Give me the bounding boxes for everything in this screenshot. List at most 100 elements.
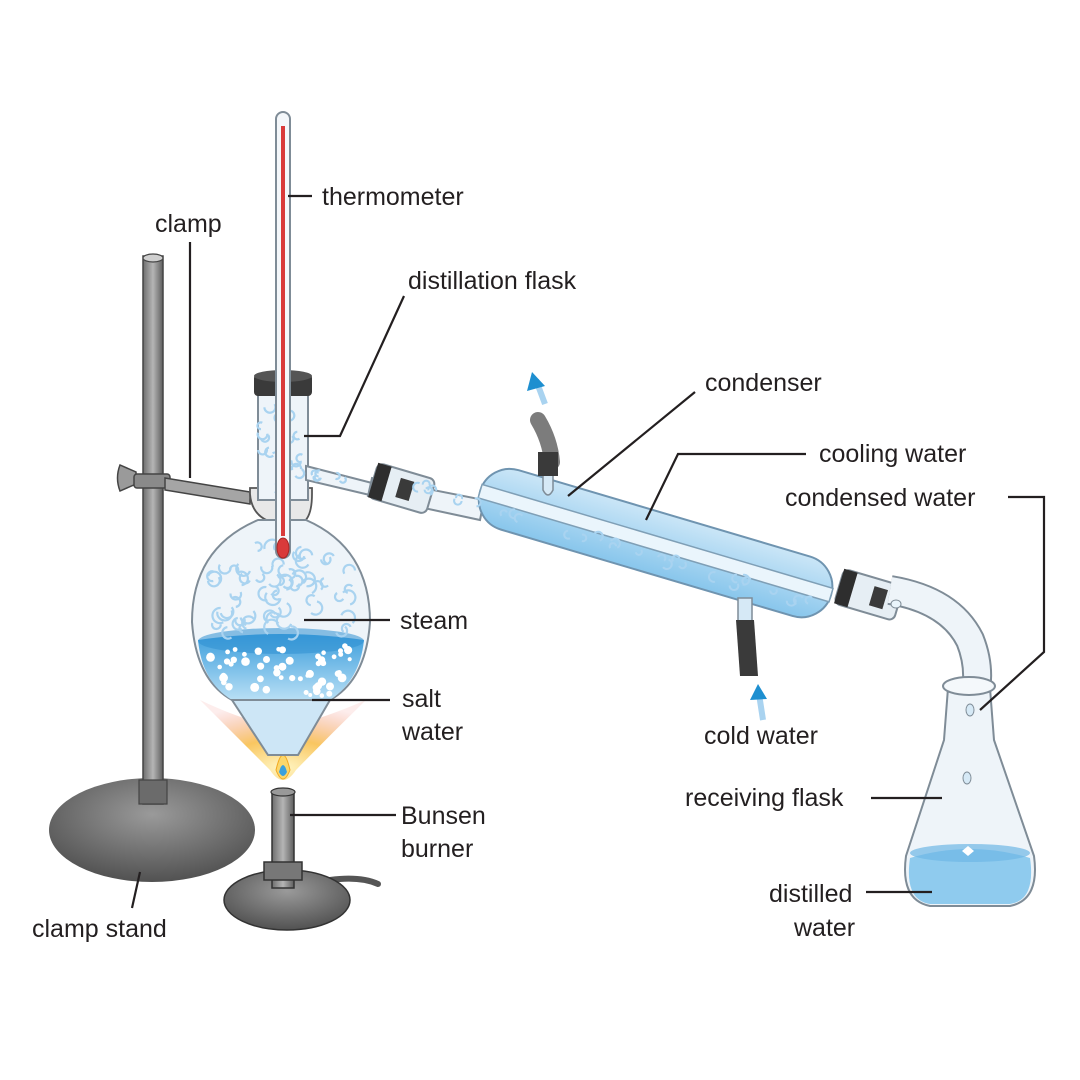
label-clamp: clamp — [155, 210, 222, 238]
condenser-swirls — [412, 479, 813, 607]
steam-swirl — [294, 468, 306, 480]
steam-swirl — [238, 623, 247, 634]
bubble — [314, 682, 323, 690]
steam-swirl — [742, 573, 751, 586]
steam-swirl — [423, 487, 433, 495]
label-bunsen-line2: burner — [401, 835, 473, 863]
steam-swirl — [256, 421, 263, 431]
steam-swirl — [263, 618, 280, 635]
water-out-arrow — [527, 372, 548, 406]
steam-swirl — [707, 571, 716, 583]
bubble — [297, 676, 303, 682]
steam-swirl — [412, 481, 421, 493]
bubble — [250, 682, 260, 692]
steam-swirl — [238, 572, 251, 585]
steam-swirl — [671, 554, 681, 562]
steam-swirl — [277, 564, 288, 578]
steam-swirl — [276, 602, 292, 618]
steam-swirl — [255, 572, 266, 583]
distilled-water-liquid — [908, 849, 1032, 904]
steam-swirl — [270, 585, 280, 597]
bubble — [223, 658, 231, 665]
steam-swirl — [294, 554, 310, 569]
bubble — [347, 657, 352, 662]
steam-swirl — [662, 558, 673, 570]
steam-swirl — [513, 512, 524, 524]
steam-swirl — [342, 589, 357, 606]
bubble — [276, 647, 281, 652]
steam-swirl — [271, 589, 281, 601]
steam-swirl — [241, 615, 255, 630]
steam-swirl — [256, 432, 269, 441]
label-cooling-water: cooling water — [819, 440, 966, 468]
steam-swirl — [290, 462, 303, 471]
bubble — [257, 662, 265, 670]
bubble — [232, 647, 238, 652]
steam-swirl — [728, 583, 740, 591]
bubble — [344, 646, 353, 655]
receiving-flask — [904, 676, 1036, 907]
steam-swirl — [234, 618, 246, 627]
bubble — [289, 675, 296, 682]
steam-swirl — [291, 569, 308, 585]
bubble — [319, 693, 325, 698]
steam-swirl — [217, 564, 232, 575]
steam-swirl — [335, 471, 341, 481]
steam-swirl — [305, 594, 316, 607]
bubble — [221, 679, 227, 686]
steam-swirl — [219, 606, 235, 620]
bubble — [337, 673, 347, 683]
steam-swirl — [343, 583, 354, 594]
steam-swirl — [257, 447, 269, 456]
steam-swirl — [333, 592, 345, 603]
steam-swirl — [453, 498, 463, 506]
bubble — [303, 690, 309, 695]
label-thermometer: thermometer — [322, 183, 464, 211]
stand-base — [49, 778, 255, 882]
steam-swirl — [678, 561, 687, 570]
boiling-bubbles — [206, 643, 353, 698]
steam-swirl — [804, 595, 813, 605]
steam-swirl — [298, 548, 314, 561]
steam-swirl — [581, 533, 588, 543]
bubble — [326, 690, 333, 697]
steam-swirl — [221, 626, 233, 640]
steam-swirl — [206, 576, 221, 588]
leader-lines — [130, 194, 1046, 909]
steam-swirl — [310, 600, 324, 616]
steam-swirl — [210, 622, 222, 631]
stand-rod — [142, 255, 164, 805]
steam-swirl — [563, 529, 571, 540]
bubble — [279, 646, 286, 654]
bubble — [315, 660, 322, 667]
steam-swirl — [785, 598, 797, 607]
bubble — [278, 675, 284, 680]
steam-swirl — [610, 537, 621, 549]
label-condensed-water: condensed water — [785, 484, 975, 512]
label-distilled-water-line2: water — [793, 914, 855, 942]
bubble — [278, 662, 287, 671]
steam-swirl — [206, 570, 214, 583]
steam-swirl — [340, 622, 352, 633]
steam-swirl — [338, 476, 347, 484]
steam-swirl — [229, 591, 243, 601]
steam-swirl — [264, 592, 282, 607]
steam-swirl — [260, 565, 274, 575]
steam-swirl — [474, 497, 482, 508]
steam-swirl — [608, 542, 618, 549]
bubble — [305, 673, 310, 678]
steam-swirl — [335, 625, 349, 638]
bubble — [219, 673, 229, 683]
steam-swirl — [268, 573, 282, 588]
bubble — [206, 653, 215, 662]
steam-swirl — [254, 541, 263, 552]
steam-swirl — [593, 530, 604, 542]
steam-swirl — [305, 571, 316, 588]
label-salt-water-line2: water — [401, 718, 463, 746]
steam-swirl — [657, 553, 667, 562]
bubble — [308, 693, 313, 697]
steam-swirl — [310, 469, 319, 476]
bubble — [285, 656, 294, 665]
steam-swirl — [634, 549, 643, 556]
